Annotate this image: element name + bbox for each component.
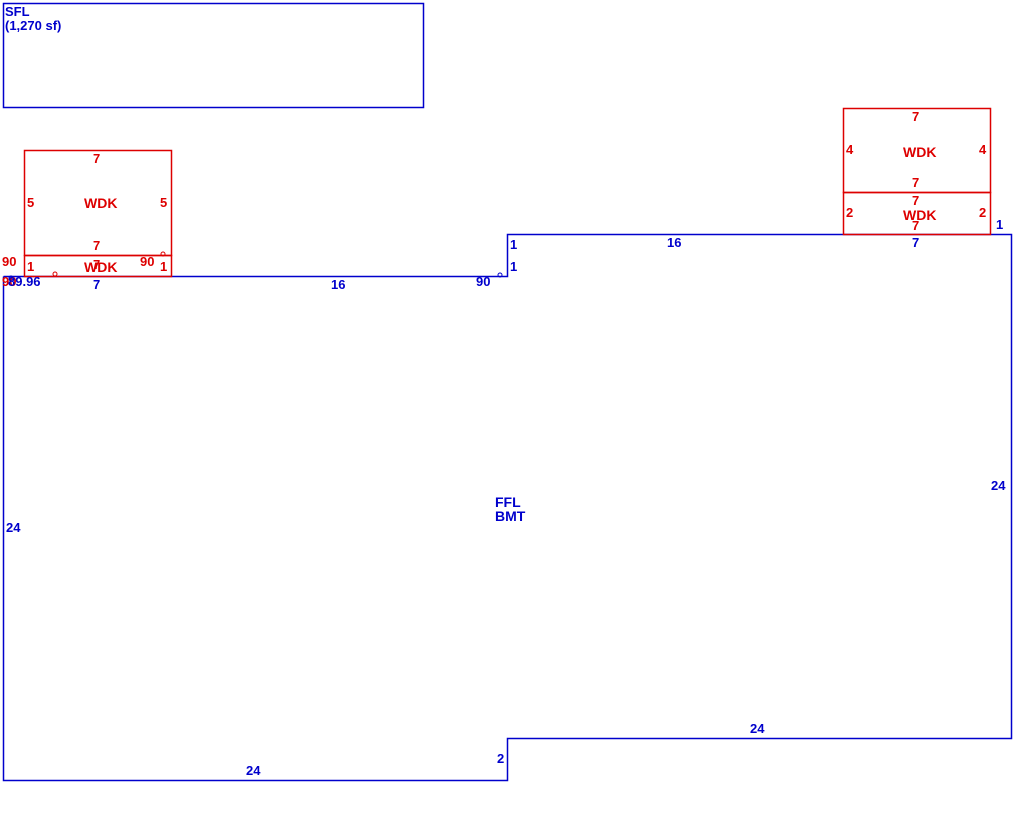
angle-left: 90	[2, 274, 17, 289]
wdk-left-lower-angle-right: 90	[140, 254, 155, 269]
dim-step-top-a: 1	[510, 237, 518, 252]
wdk-left-upper-right: 5	[160, 195, 168, 210]
wdk-left-lower-outline	[23, 254, 173, 278]
wdk-left-upper-name: WDK	[84, 195, 118, 211]
ffl-bmt-outline	[2, 233, 1013, 782]
dim-left-deck-bottom: 7	[93, 277, 101, 292]
dim-left: 24	[6, 520, 21, 535]
left-value-label: 89.96	[8, 274, 41, 289]
wdk-right-lower-bottom: 7	[912, 218, 920, 233]
wdk-right-upper-right: 4	[979, 142, 987, 157]
dim-top-left: 16	[331, 277, 346, 292]
dim-step-bottom: 2	[497, 751, 505, 766]
wdk-right-lower-left: 2	[846, 205, 854, 220]
ffl-name-label: FFL	[495, 494, 521, 510]
angle-step: 90	[476, 274, 491, 289]
dim-step-top-b: 1	[510, 259, 518, 274]
angle-marker-step	[497, 272, 503, 278]
wdk-right-upper-left: 4	[846, 142, 854, 157]
wdk-left-lower-name: WDK	[84, 259, 118, 275]
wdk-left-lower-angle-left: 90	[2, 254, 17, 269]
dim-right: 24	[991, 478, 1006, 493]
wdk-right-lower-right: 2	[979, 205, 987, 220]
bmt-name-label: BMT	[495, 508, 526, 524]
dim-right-corner: 1	[996, 217, 1004, 232]
wdk-right-lower-top: 7	[912, 193, 920, 208]
wdk-left-upper-bottom: 7	[93, 238, 101, 253]
wdk-right-upper-name: WDK	[903, 144, 937, 160]
sfl-name-label: SFL	[5, 4, 30, 19]
wdk-right-lower-name: WDK	[903, 207, 937, 223]
wdk-left-lower-left: 1	[27, 259, 35, 274]
dim-bottom-right: 24	[750, 721, 765, 736]
angle-marker-deck-right	[160, 251, 166, 257]
wdk-left-upper-left: 5	[27, 195, 35, 210]
wdk-left-upper-top: 7	[93, 151, 101, 166]
wdk-left-lower-right: 1	[160, 259, 168, 274]
dim-bottom-left: 24	[246, 763, 261, 778]
angle-marker-left	[8, 275, 14, 281]
sfl-outline	[2, 2, 425, 109]
wdk-left-lower-top: 7	[93, 257, 101, 272]
wdk-right-upper-top: 7	[912, 109, 920, 124]
angle-marker-left-2	[52, 271, 58, 277]
dim-right-deck-bottom: 7	[912, 235, 920, 250]
sfl-area-label: (1,270 sf)	[5, 18, 62, 33]
dim-top-right: 16	[667, 235, 682, 250]
wdk-right-lower-outline	[842, 191, 992, 236]
wdk-right-upper-bottom: 7	[912, 175, 920, 190]
